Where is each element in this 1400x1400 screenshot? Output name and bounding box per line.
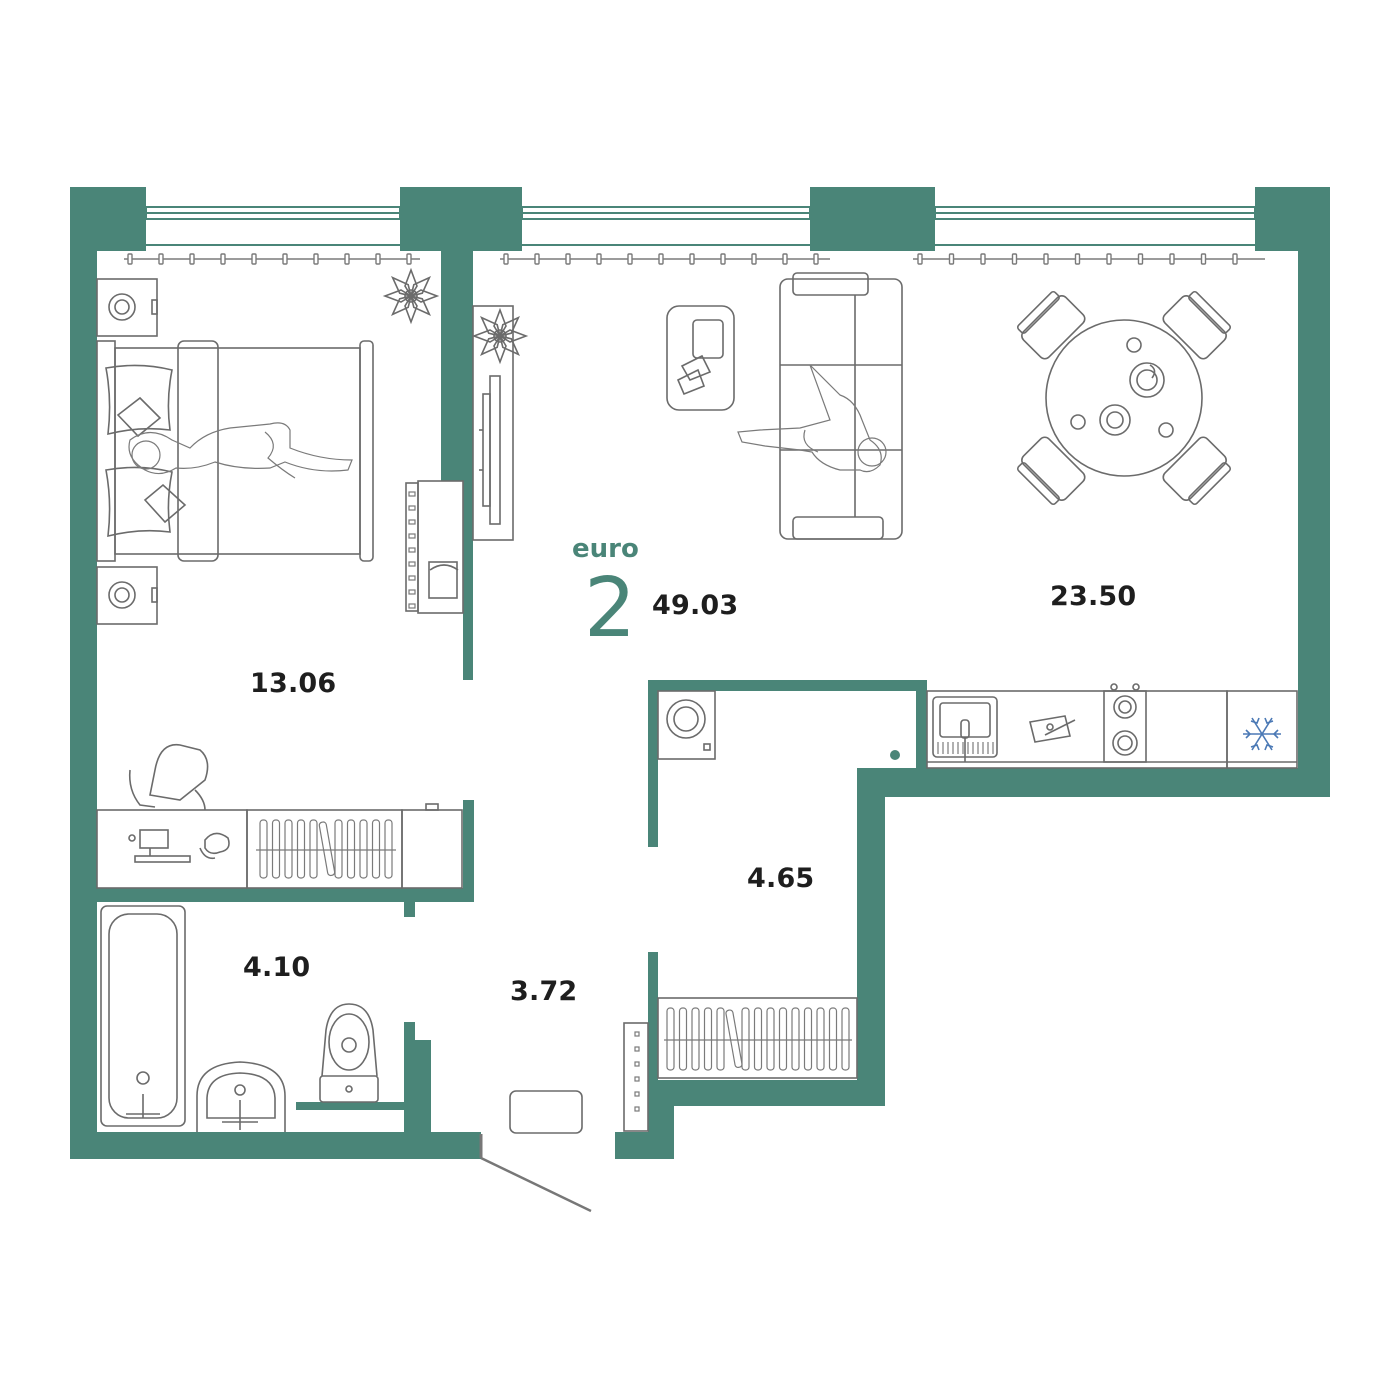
walls (70, 187, 1330, 1159)
curtain-rails (124, 253, 1265, 265)
stove-icon (1103, 683, 1147, 763)
window-bedroom (145, 203, 401, 251)
washing-machine-icon (657, 690, 716, 760)
rooms-count: 2 (584, 561, 637, 656)
cutting-board (1029, 715, 1076, 743)
wardrobe-storage (657, 997, 858, 1079)
windows (145, 203, 1256, 251)
sofa (737, 272, 903, 540)
area-living-kitchen: 23.50 (1050, 581, 1137, 612)
storage-furniture (657, 690, 900, 1079)
area-hallway: 3.72 (510, 976, 578, 1007)
bathtub-icon (100, 905, 186, 1127)
nightstand-top (96, 278, 158, 337)
hallway-furniture (479, 1022, 649, 1213)
tv-unit (472, 305, 514, 541)
kitchen (926, 683, 1298, 769)
area-bedroom: 13.06 (250, 668, 337, 699)
window-kitchen (934, 203, 1256, 251)
area-bathroom: 4.10 (243, 952, 311, 983)
bed (96, 340, 374, 562)
dining-table (1016, 290, 1232, 506)
area-storage: 4.65 (747, 863, 815, 894)
shelf-bedroom (405, 480, 464, 614)
window-living (521, 203, 811, 251)
plant-icon-living (471, 307, 529, 365)
living-furniture (471, 272, 1232, 541)
apartment-type-label: euro (572, 534, 639, 564)
coffee-table (666, 305, 735, 411)
plant-icon-bedroom (382, 267, 440, 325)
bedroom-furniture (96, 267, 464, 889)
sink-icon-kitchen (932, 696, 998, 762)
total-area: 49.03 (652, 590, 739, 621)
bathroom-furniture (100, 905, 379, 1132)
nightstand-bottom (96, 566, 158, 625)
desk (96, 743, 248, 889)
wardrobe-bedroom (246, 803, 463, 889)
toilet-icon (319, 1003, 379, 1103)
sink-icon-bathroom (196, 1061, 286, 1132)
snowflake-icon (1243, 717, 1281, 751)
